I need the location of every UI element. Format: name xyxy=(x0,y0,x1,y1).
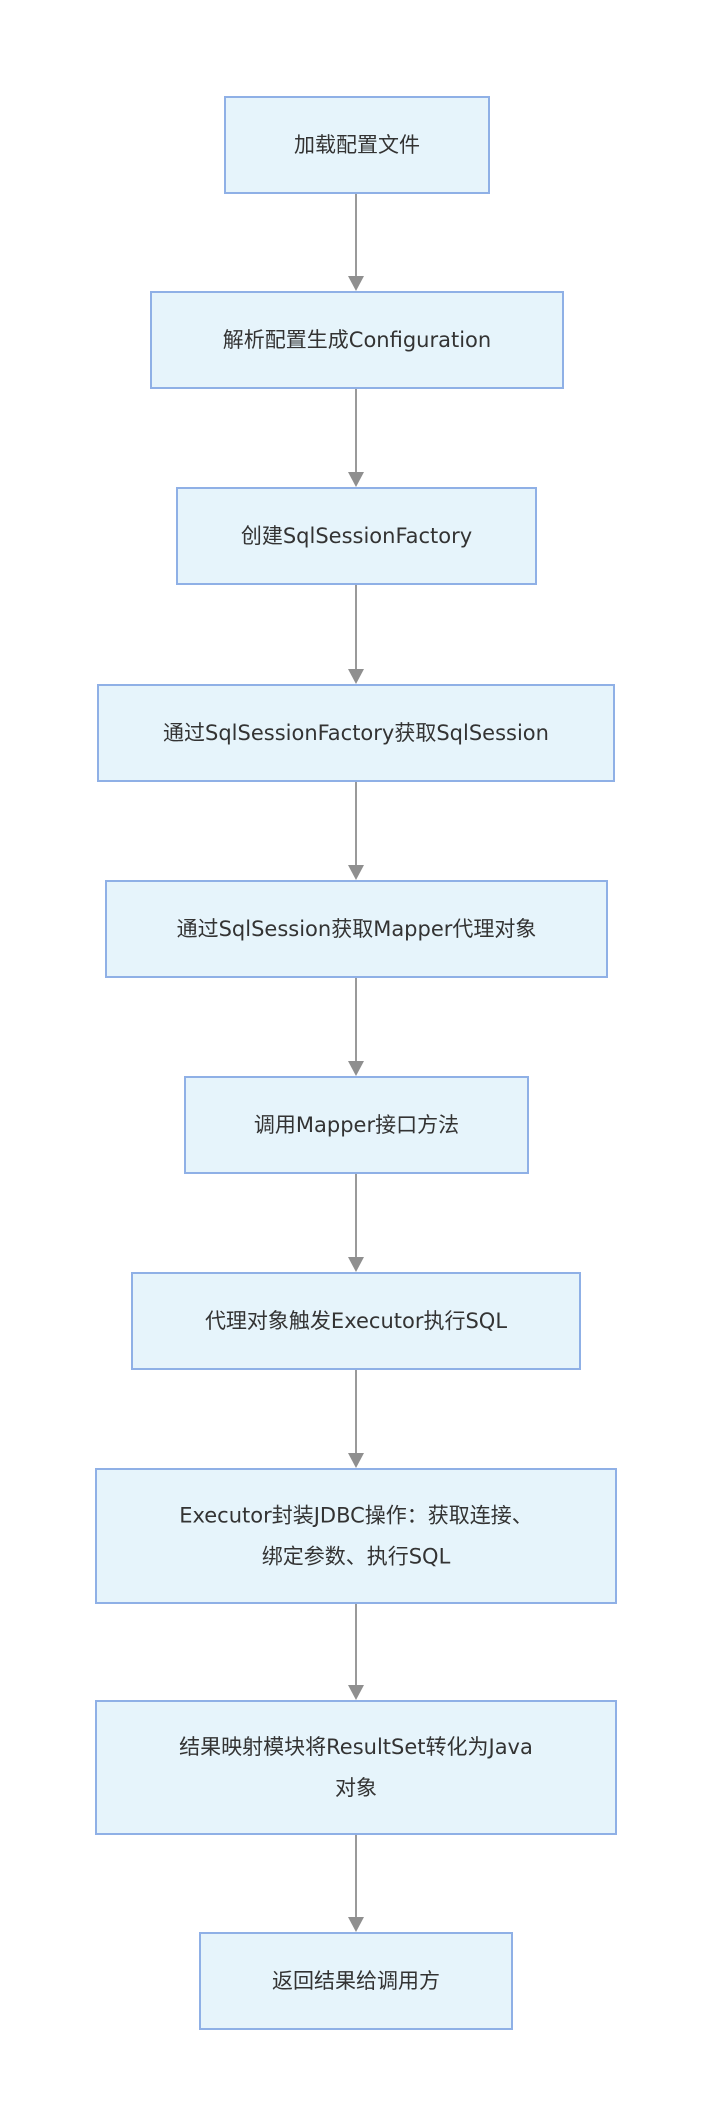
node-label: 通过SqlSession获取Mapper代理对象 xyxy=(177,917,537,941)
node-label: 返回结果给调用方 xyxy=(272,1969,440,1993)
node-label: 结果映射模块将ResultSet转化为Java xyxy=(179,1735,533,1759)
node-label: 创建SqlSessionFactory xyxy=(241,524,472,548)
arrow-head-icon xyxy=(348,1257,364,1272)
arrow-head-icon xyxy=(348,1685,364,1700)
node-box xyxy=(105,880,608,978)
arrow-head-icon xyxy=(348,669,364,684)
flow-node-n2: 解析配置生成Configuration xyxy=(150,291,564,389)
node-box xyxy=(176,487,537,585)
arrow-head-icon xyxy=(348,1917,364,1932)
flow-node-n4: 通过SqlSessionFactory获取SqlSession xyxy=(97,684,615,782)
flow-node-n5: 通过SqlSession获取Mapper代理对象 xyxy=(105,880,608,978)
node-box xyxy=(199,1932,513,2030)
node-box xyxy=(224,96,490,194)
edge-n6-n7 xyxy=(348,1173,364,1272)
node-box xyxy=(95,1468,617,1604)
node-label: 对象 xyxy=(335,1776,377,1800)
arrow-head-icon xyxy=(348,1453,364,1468)
flow-node-n10: 返回结果给调用方 xyxy=(199,1932,513,2030)
node-label: 加载配置文件 xyxy=(294,133,420,157)
edge-n4-n5 xyxy=(348,781,364,880)
arrow-head-icon xyxy=(348,276,364,291)
edge-n2-n3 xyxy=(348,388,364,487)
node-label: Executor封装JDBC操作：获取连接、 xyxy=(179,1504,533,1528)
node-box xyxy=(150,291,564,389)
flow-node-n7: 代理对象触发Executor执行SQL xyxy=(131,1272,581,1370)
node-box xyxy=(97,684,615,782)
edge-n3-n4 xyxy=(348,584,364,684)
edges-layer xyxy=(348,193,364,1932)
node-label: 代理对象触发Executor执行SQL xyxy=(205,1309,507,1333)
flow-node-n3: 创建SqlSessionFactory xyxy=(176,487,537,585)
flow-node-n9: 结果映射模块将ResultSet转化为Java 对象 xyxy=(95,1700,617,1835)
node-box xyxy=(95,1700,617,1835)
arrow-head-icon xyxy=(348,1061,364,1076)
node-label: 解析配置生成Configuration xyxy=(223,328,491,352)
edge-n7-n8 xyxy=(348,1369,364,1468)
edge-n9-n10 xyxy=(348,1834,364,1932)
edge-n5-n6 xyxy=(348,977,364,1076)
edge-n8-n9 xyxy=(348,1603,364,1700)
arrow-head-icon xyxy=(348,865,364,880)
flow-node-n8: Executor封装JDBC操作：获取连接、绑定参数、执行SQL xyxy=(95,1468,617,1604)
flow-node-n1: 加载配置文件 xyxy=(224,96,490,194)
node-box xyxy=(184,1076,529,1174)
node-label: 调用Mapper接口方法 xyxy=(254,1113,459,1137)
node-label: 绑定参数、执行SQL xyxy=(262,1545,451,1569)
arrow-head-icon xyxy=(348,472,364,487)
edge-n1-n2 xyxy=(348,193,364,291)
node-label: 通过SqlSessionFactory获取SqlSession xyxy=(163,721,549,745)
flow-node-n6: 调用Mapper接口方法 xyxy=(184,1076,529,1174)
node-box xyxy=(131,1272,581,1370)
